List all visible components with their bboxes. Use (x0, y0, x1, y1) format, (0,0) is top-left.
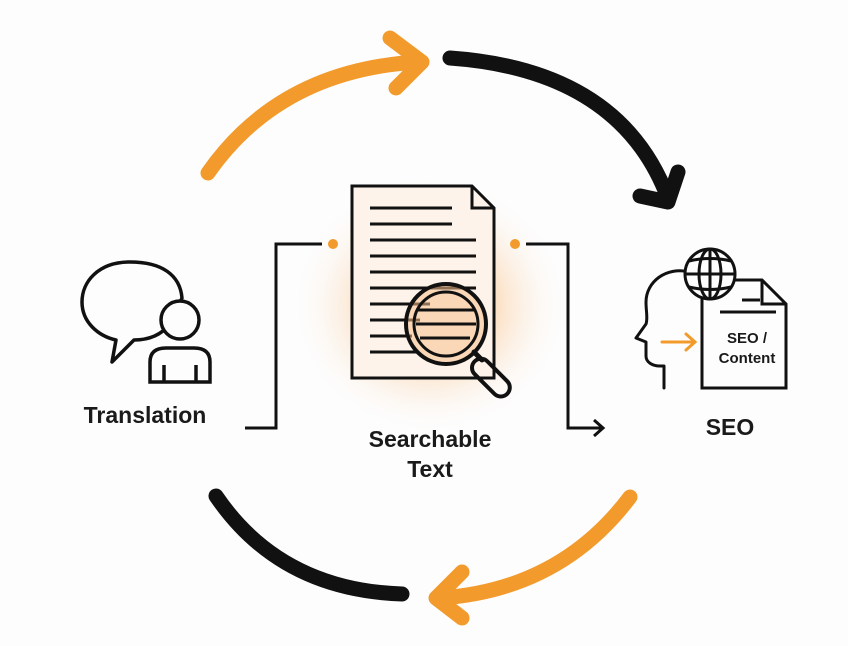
seo-label: SEO (705, 414, 755, 440)
cycle-arrow-top (200, 30, 430, 181)
person-icon (148, 299, 212, 384)
cycle-arrow-bottom (428, 489, 638, 626)
connector-right (510, 239, 606, 438)
seo-document-icon (700, 278, 788, 390)
seo-document-line-2: Content (718, 350, 776, 367)
cycle-arrow-left (208, 488, 410, 602)
seo-document-label: SEO / Content (705, 329, 789, 369)
head-profile-icon (634, 269, 692, 390)
searchable-text-line-1: Searchable (368, 426, 492, 452)
searchable-text-line-2: Text (407, 456, 453, 482)
seo-document-line-1: SEO / (726, 330, 767, 347)
speech-bubble-icon (80, 260, 184, 364)
searchable-text-label: Searchable Text (330, 424, 530, 484)
connector-left (245, 239, 338, 430)
cycle-arrow-right (442, 50, 686, 210)
translation-label: Translation (83, 402, 207, 428)
globe-icon (683, 247, 737, 301)
magnifier-icon (404, 282, 512, 399)
head-arrow-icon (660, 332, 698, 352)
